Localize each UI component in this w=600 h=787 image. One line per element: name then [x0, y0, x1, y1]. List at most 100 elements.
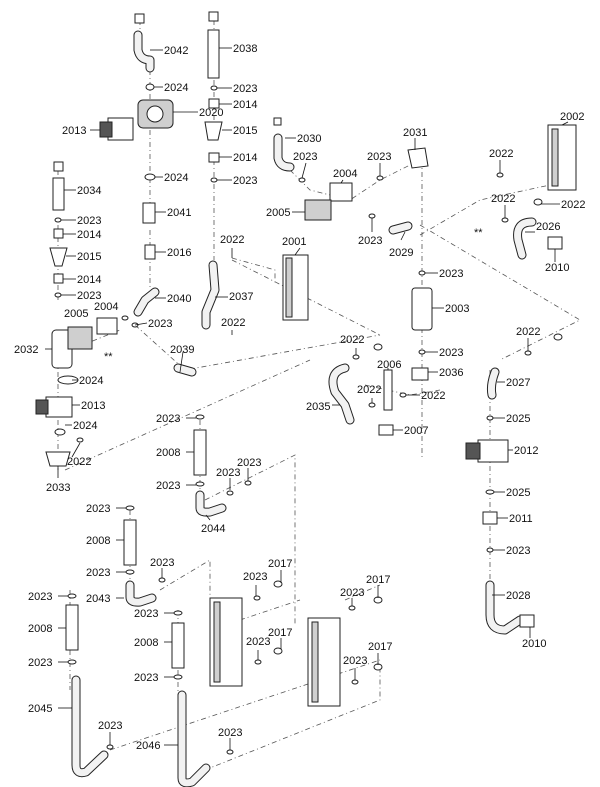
label-2023: 2023 — [156, 480, 180, 492]
label-2015: 2015 — [233, 125, 257, 137]
label-2012: 2012 — [514, 445, 538, 457]
label-2031: 2031 — [403, 127, 427, 139]
label-2023: 2023 — [243, 571, 267, 583]
fitting-2015 — [204, 121, 223, 141]
label-2005: 2005 — [266, 207, 290, 219]
label-2024: 2024 — [164, 172, 188, 184]
fitting-2031 — [407, 147, 429, 169]
fitting-2011 — [482, 511, 498, 525]
label-2023: 2023 — [98, 720, 122, 732]
label-2023: 2023 — [218, 727, 242, 739]
label-2008: 2008 — [134, 637, 158, 649]
label-2023: 2023 — [293, 151, 317, 163]
flex-hose-2008-right — [171, 622, 185, 669]
label-2022: 2022 — [516, 326, 540, 338]
label-2038: 2038 — [233, 43, 257, 55]
label-2023: 2023 — [233, 175, 257, 187]
label-2003: 2003 — [445, 303, 469, 315]
label-2023: 2023 — [150, 557, 174, 569]
label-2002: 2002 — [560, 111, 584, 123]
label-2023: 2023 — [216, 467, 240, 479]
label-2022: 2022 — [220, 234, 244, 246]
label-2017: 2017 — [268, 627, 292, 639]
label-2046: 2046 — [136, 740, 160, 752]
label-2023: 2023 — [340, 587, 364, 599]
label-2022: 2022 — [489, 148, 513, 160]
block-2005 — [67, 326, 93, 350]
label-2024: 2024 — [73, 420, 97, 432]
label-2028: 2028 — [506, 590, 530, 602]
flex-hose-2008-left — [65, 604, 79, 651]
label-2044: 2044 — [201, 523, 225, 535]
label-2020: 2020 — [199, 107, 223, 119]
fitting-2041 — [142, 202, 156, 224]
label-double-star: ** — [104, 351, 113, 363]
label-2023: 2023 — [233, 83, 257, 95]
label-2011: 2011 — [509, 513, 533, 525]
label-2008: 2008 — [156, 447, 180, 459]
label-2023: 2023 — [506, 545, 530, 557]
label-2008: 2008 — [86, 535, 110, 547]
label-2022: 2022 — [357, 384, 381, 396]
label-2036: 2036 — [439, 367, 463, 379]
label-2022: 2022 — [561, 199, 585, 211]
valve-2004 — [96, 317, 118, 335]
leader-lines — [45, 47, 569, 750]
label-2010: 2010 — [545, 262, 569, 274]
label-2027: 2027 — [506, 377, 530, 389]
label-2014: 2014 — [77, 274, 101, 286]
label-2017: 2017 — [268, 558, 292, 570]
elbow-2010 — [547, 236, 563, 250]
label-2023: 2023 — [77, 290, 101, 302]
label-2010: 2010 — [522, 638, 546, 650]
parts — [35, 11, 577, 787]
label-2023: 2023 — [237, 457, 261, 469]
label-2041: 2041 — [167, 207, 191, 219]
label-2017: 2017 — [366, 574, 390, 586]
label-2013: 2013 — [62, 125, 86, 137]
label-2017: 2017 — [368, 641, 392, 653]
label-2013: 2013 — [81, 400, 105, 412]
label-2023: 2023 — [358, 235, 382, 247]
part-labels: 2042 2024 2020 2013 2024 2041 2016 2040 … — [14, 43, 585, 752]
label-2001: 2001 — [282, 236, 306, 248]
cap-part — [134, 13, 145, 24]
label-2023: 2023 — [439, 347, 463, 359]
label-2023: 2023 — [246, 636, 270, 648]
label-2023: 2023 — [28, 657, 52, 669]
pipe-2034 — [52, 177, 65, 211]
label-2014: 2014 — [77, 229, 101, 241]
label-2008: 2008 — [28, 623, 52, 635]
label-2023: 2023 — [156, 413, 180, 425]
label-2007: 2007 — [404, 425, 428, 437]
label-2014: 2014 — [233, 99, 257, 111]
label-2016: 2016 — [167, 247, 191, 259]
pump-2012 — [477, 439, 509, 463]
label-2024: 2024 — [79, 375, 103, 387]
label-2033: 2033 — [46, 482, 70, 494]
label-2006: 2006 — [377, 359, 401, 371]
label-2022: 2022 — [221, 317, 245, 329]
label-2022: 2022 — [491, 193, 515, 205]
label-2005: 2005 — [64, 308, 88, 320]
label-2023: 2023 — [343, 655, 367, 667]
label-2035: 2035 — [306, 401, 330, 413]
label-2025: 2025 — [506, 413, 530, 425]
label-2015: 2015 — [77, 251, 101, 263]
label-2004: 2004 — [94, 301, 118, 313]
label-2032: 2032 — [14, 344, 38, 356]
label-2025: 2025 — [506, 487, 530, 499]
label-2023: 2023 — [439, 268, 463, 280]
cap-2007 — [378, 424, 394, 436]
label-2023: 2023 — [28, 591, 52, 603]
label-2023: 2023 — [77, 215, 101, 227]
pipe-2038 — [207, 29, 220, 79]
label-2039: 2039 — [170, 344, 194, 356]
label-2029: 2029 — [389, 247, 413, 259]
label-2043: 2043 — [86, 593, 110, 605]
label-2022: 2022 — [421, 390, 445, 402]
sensor-2006 — [383, 369, 393, 411]
fitting-2036 — [411, 367, 429, 381]
